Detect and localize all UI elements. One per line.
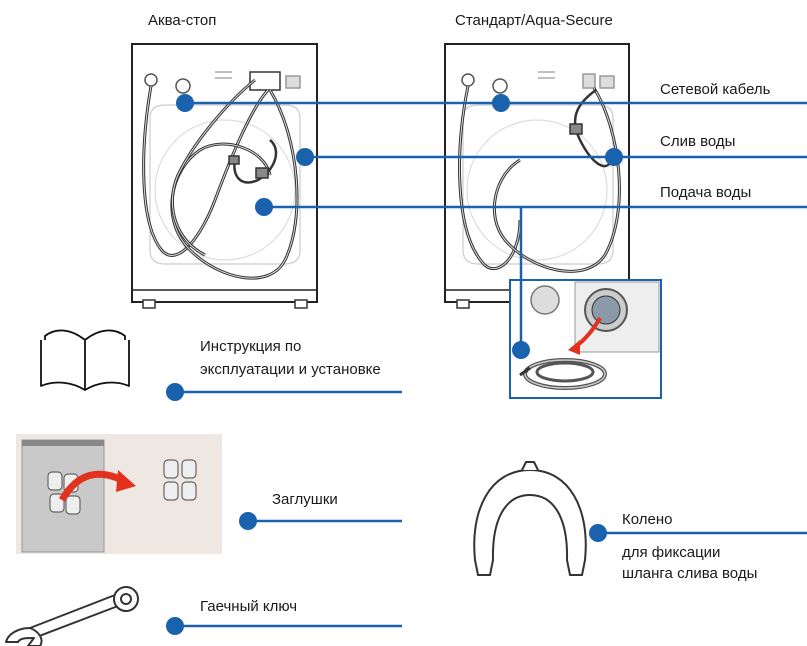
elbow-dot (589, 524, 607, 542)
standard-machine (445, 44, 629, 308)
power-cable-dot-standard (492, 94, 510, 112)
water-supply-dot-inset (512, 341, 530, 359)
water-drain-dot-standard (605, 148, 623, 166)
wrench-icon (6, 587, 138, 646)
manual-book-icon (41, 330, 129, 390)
manual-dot (166, 383, 184, 401)
water-supply-dot-aquastop (255, 198, 273, 216)
power-cable-dot-aquastop (176, 94, 194, 112)
aquastop-machine (132, 44, 317, 308)
water-drain-dot-aquastop (296, 148, 314, 166)
elbow-icon (474, 462, 586, 575)
drain-hose-inset (510, 280, 661, 398)
wrench-dot (166, 617, 184, 635)
caps-photo (16, 434, 222, 554)
caps-dot (239, 512, 257, 530)
